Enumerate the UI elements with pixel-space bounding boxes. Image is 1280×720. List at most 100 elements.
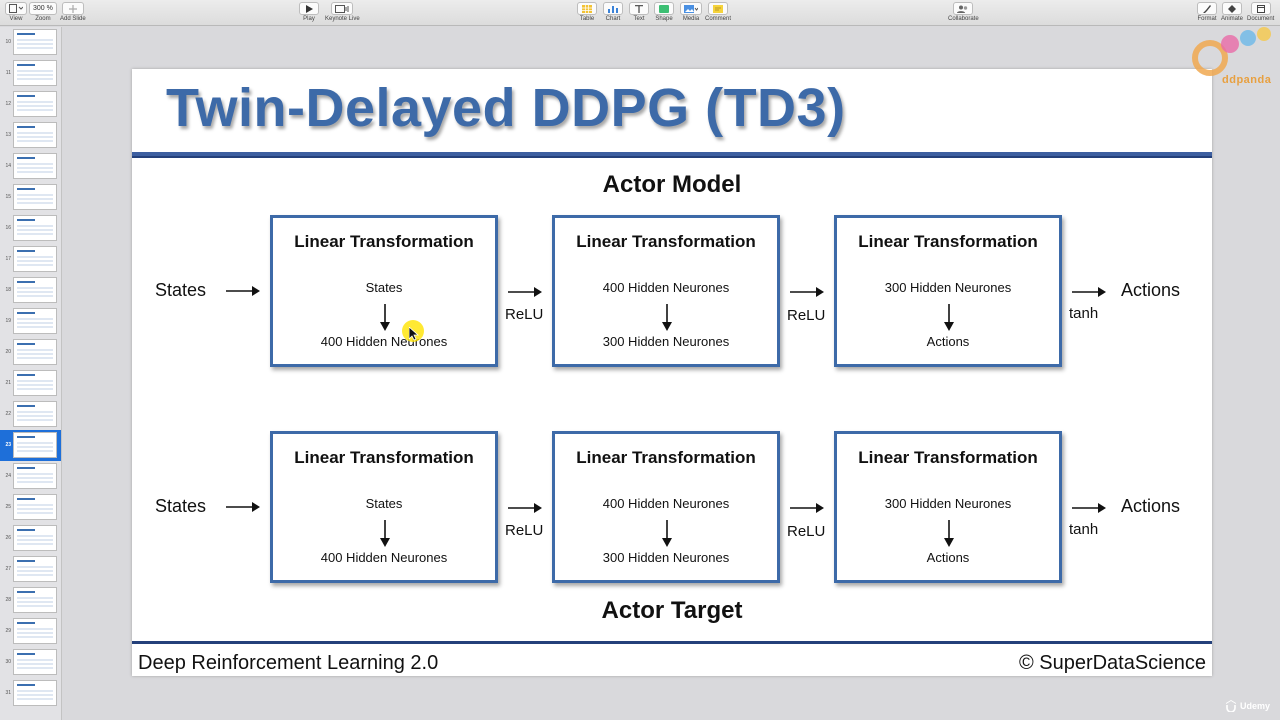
slide-preview [13,525,57,551]
slide-thumbnail-23[interactable]: 23 [0,430,61,461]
slide-preview [13,277,57,303]
view-button[interactable]: View [5,2,27,24]
slide-number: 18 [5,287,11,293]
down-arrow-icon [944,304,954,331]
target-relu-label-2: ReLU [787,523,826,540]
slide-number: 22 [5,411,11,417]
slide-thumbnail-31[interactable]: 31 [0,678,61,709]
slide-number: 17 [5,256,11,262]
slide-preview [13,153,57,179]
model-tanh-label: tanh [1069,305,1099,322]
slide-thumbnail-11[interactable]: 11 [0,58,61,89]
text-button[interactable]: Text [629,2,649,24]
text-label: Text [633,16,645,22]
slide-thumbnail-24[interactable]: 24 [0,461,61,492]
mouse-pointer-icon [409,327,419,341]
slide-number: 26 [5,535,11,541]
box-input-label: States [365,280,403,295]
slide-thumbnail-12[interactable]: 12 [0,89,61,120]
shape-button[interactable]: Shape [654,2,674,24]
add-slide-button[interactable]: Add Slide [60,2,86,24]
collaborate-button[interactable]: Collaborate [948,2,979,24]
zoom-dropdown[interactable]: 300 % Zoom [29,2,57,24]
model-relu-arrow-2 [790,287,824,297]
zoom-value: 300 % [29,2,57,15]
slide-thumbnail-10[interactable]: 10 [0,27,61,58]
slide-canvas[interactable]: Twin-Delayed DDPG (TD3) Actor Model Stat… [132,69,1212,676]
slide-preview [13,432,57,458]
slide-thumbnail-14[interactable]: 14 [0,151,61,182]
media-label: Media [682,16,700,22]
actor-model-title: Actor Model [602,171,742,198]
actor-target-title: Actor Target [601,597,743,624]
target-relu-arrow-1 [508,503,542,513]
slide-thumbnail-18[interactable]: 18 [0,275,61,306]
slide-thumbnail-27[interactable]: 27 [0,554,61,585]
media-button[interactable]: Media [680,2,702,24]
comment-button[interactable]: Comment [705,2,731,24]
footer-divider [132,641,1212,644]
table-label: Table [579,16,595,22]
text-icon [629,2,649,15]
slide-title: Twin-Delayed DDPG (TD3) [166,78,846,138]
slide-thumbnail-28[interactable]: 28 [0,585,61,616]
slide-preview [13,401,57,427]
keynote-live-button[interactable]: Keynote Live [325,2,360,24]
udemy-watermark: Udemy [1225,700,1270,712]
slide-thumbnail-25[interactable]: 25 [0,492,61,523]
shape-label: Shape [655,16,673,22]
model-linear-transformation-box-3: Linear Transformation 300 Hidden Neurone… [834,215,1062,367]
box-title: Linear Transformation [576,232,756,251]
slide-thumbnail-17[interactable]: 17 [0,244,61,275]
target-linear-transformation-box-2: Linear Transformation 400 Hidden Neurone… [552,431,780,583]
slide-preview [13,184,57,210]
media-icon [680,2,702,15]
table-button[interactable]: Table [577,2,597,24]
slide-thumbnail-21[interactable]: 21 [0,368,61,399]
slide-number: 19 [5,318,11,324]
box-output-label: 400 Hidden Neurones [320,334,448,349]
slide-number: 24 [5,473,11,479]
comment-label: Comment [705,16,732,22]
plus-icon [61,2,84,15]
play-button[interactable]: Play [299,2,319,24]
format-button[interactable]: Format [1197,2,1217,24]
collaborate-label: Collaborate [948,16,979,22]
animate-button[interactable]: Animate [1221,2,1243,24]
slide-thumbnail-19[interactable]: 19 [0,306,61,337]
model-relu-label-2: ReLU [787,307,826,324]
target-tanh-arrow [1072,503,1106,513]
box-input-label: 300 Hidden Neurones [884,280,1012,295]
keynote-live-label: Keynote Live [325,16,360,22]
slide-thumbnail-29[interactable]: 29 [0,616,61,647]
animate-label: Animate [1221,16,1244,22]
chart-icon [603,2,623,15]
slide-number: 27 [5,566,11,572]
chart-button[interactable]: Chart [603,2,623,24]
slide-preview [13,649,57,675]
slide-number: 12 [5,101,11,107]
slide-number: 15 [5,194,11,200]
slide-thumbnail-22[interactable]: 22 [0,399,61,430]
box-input-label: 400 Hidden Neurones [602,280,730,295]
slide-number: 14 [5,163,11,169]
view-label: View [9,16,23,22]
slide-preview [13,122,57,148]
slide-thumbnail-16[interactable]: 16 [0,213,61,244]
ddpanda-watermark-text: ddpanda [1222,74,1272,86]
title-divider [132,152,1212,158]
document-button[interactable]: Document [1247,2,1274,24]
document-icon [1250,2,1271,15]
slide-preview [13,680,57,706]
udemy-logo-icon [1226,700,1236,712]
slide-thumbnail-13[interactable]: 13 [0,120,61,151]
slide-thumbnail-20[interactable]: 20 [0,337,61,368]
box-output-label: 400 Hidden Neurones [320,550,448,565]
slide-number: 10 [5,39,11,45]
slide-thumbnail-15[interactable]: 15 [0,182,61,213]
collaborate-icon [953,2,974,15]
slide-thumbnail-26[interactable]: 26 [0,523,61,554]
slide-thumbnail-30[interactable]: 30 [0,647,61,678]
footer-copyright: © SuperDataScience [1018,652,1206,674]
